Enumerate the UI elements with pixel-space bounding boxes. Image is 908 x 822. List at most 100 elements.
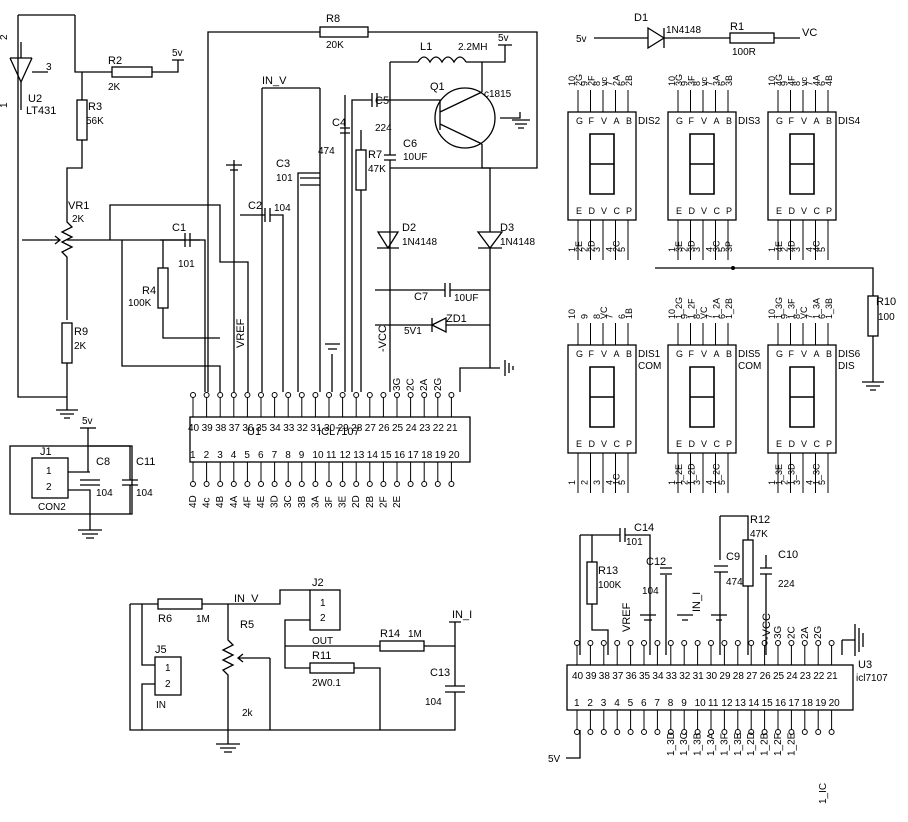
j1-p1: 1: [46, 466, 52, 477]
display-pin-number: 5: [717, 247, 727, 252]
segment-letter: B: [726, 349, 732, 359]
ic-pin-terminal: [434, 392, 441, 398]
c1-val: 101: [178, 259, 195, 270]
display-pin-number: 9: [780, 81, 790, 86]
net-5v-b: 5v: [498, 33, 509, 44]
ic-net-label: 2C: [786, 626, 797, 639]
display-pin-number: 4: [705, 480, 715, 485]
j5-ref: J5: [155, 644, 167, 656]
zd1-val: 5V1: [404, 326, 422, 337]
segment-letter: P: [626, 206, 632, 216]
segment-letter: P: [726, 206, 732, 216]
segment-letter: V: [801, 349, 807, 359]
d1-ref: D1: [634, 12, 648, 24]
ic-pin-terminal: [298, 392, 305, 398]
r12-ref: R12: [750, 514, 770, 526]
ic-net-label: 2D: [351, 495, 362, 508]
ic-pin-terminal: [627, 640, 634, 646]
zd1-ref: ZD1: [446, 313, 467, 325]
ic-pin-number: 24: [786, 671, 798, 682]
ic-pin-number: 11: [708, 698, 719, 709]
segment-letter: A: [614, 349, 620, 359]
ic-pin-number: 7: [272, 450, 278, 461]
display-pin-number: 2: [580, 480, 590, 485]
ic-pin-terminal: [394, 481, 400, 487]
r11-val: 2W0.1: [312, 678, 341, 689]
display-net-label: 1_3A: [812, 298, 822, 319]
in-i-label: IN_I: [452, 609, 472, 621]
ic-pin-terminal: [748, 729, 755, 735]
ic-pin-number: 5: [628, 698, 634, 709]
display-pin-number: 9: [580, 81, 590, 86]
ic-net-label: 1_3B: [693, 732, 704, 756]
display-pin-number: 4: [805, 247, 815, 252]
u1-part: ICL7107: [318, 426, 360, 438]
ic-pin-number: 12: [721, 698, 733, 709]
display-pin-number: 5: [617, 247, 627, 252]
display-net-label: 1C: [612, 473, 622, 485]
segment-letter: G: [576, 116, 583, 126]
ic-pin-terminal: [298, 481, 305, 487]
segment-letter: D: [789, 206, 796, 216]
r9-ref: R9: [74, 326, 88, 338]
segment-letter: A: [614, 116, 620, 126]
ic-pin-number: 23: [419, 423, 431, 434]
c13-val: 104: [425, 697, 442, 708]
display-body: [767, 344, 837, 454]
segment-letter: E: [576, 206, 582, 216]
display-net-label: VC: [799, 306, 809, 319]
ic-pin-number: 9: [299, 450, 305, 461]
ic-pin-terminal: [667, 729, 674, 735]
segment-letter: B: [626, 116, 632, 126]
ic-pin-number: 17: [408, 450, 420, 461]
ic-net-label: 3F: [324, 496, 335, 508]
display-pin-number: 10: [667, 76, 677, 86]
r2-ref: R2: [108, 55, 122, 67]
ic-pin-number: 36: [242, 423, 254, 434]
display-net-label: 2A: [612, 75, 622, 86]
display-net-label: 3F: [687, 75, 697, 86]
u2-pin3: 3: [46, 62, 52, 73]
vr1-ref: VR1: [68, 200, 89, 212]
ic-pin-number: 16: [394, 450, 406, 461]
display-pin-number: 6: [617, 314, 627, 319]
ic-net-label: 1_2B: [760, 732, 771, 756]
c11-val: 104: [136, 488, 153, 499]
segment-letter: E: [676, 206, 682, 216]
ic-pin-terminal: [326, 481, 332, 487]
ic-pin-number: 7: [654, 698, 660, 709]
ic-pin-number: 15: [380, 450, 392, 461]
c9-val: 474: [726, 577, 743, 588]
display-pin-number: 3: [792, 247, 802, 252]
display-net-label: VC: [599, 306, 609, 319]
ic-net-label: 3D: [270, 495, 281, 508]
c9-ref: C9: [726, 551, 740, 563]
r1-val: 100R: [732, 47, 756, 58]
segment-letter: V: [701, 439, 707, 449]
display-net-label: 2C: [612, 240, 622, 252]
r1-ref: R1: [730, 21, 744, 33]
segment-letter: P: [826, 439, 832, 449]
net-5v-e: 5V: [548, 754, 561, 765]
ic-pin-terminal: [312, 392, 319, 398]
ic-pin-number: 39: [585, 671, 597, 682]
display-pin-number: 8: [692, 314, 702, 319]
display-net-label: 1_2F: [687, 298, 697, 319]
segment-letter: E: [676, 439, 682, 449]
display-pin-number: 7: [805, 314, 815, 319]
segment-letter: V: [701, 349, 707, 359]
display-pin-number: 4: [705, 247, 715, 252]
display-ref: DIS4: [838, 116, 861, 127]
segment-letter: V: [801, 206, 807, 216]
c8-val: 104: [96, 488, 113, 499]
c1-ref: C1: [172, 222, 186, 234]
display-net-label: 3A: [712, 75, 722, 86]
display-pin-number: 2: [780, 247, 790, 252]
r5-ref: R5: [240, 619, 254, 631]
segment-letter: B: [826, 349, 832, 359]
ic-pin-terminal: [748, 640, 755, 646]
segment-letter: C: [814, 206, 821, 216]
segment-letter: F: [589, 116, 595, 126]
ic-pin-terminal: [230, 481, 237, 487]
